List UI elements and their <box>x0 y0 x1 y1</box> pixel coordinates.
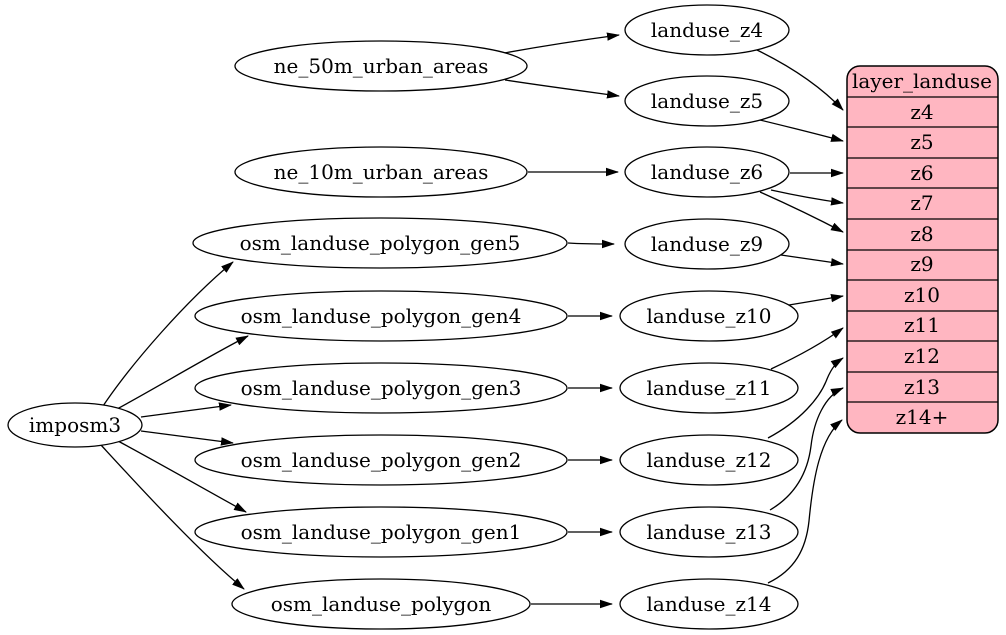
node-landuse_z4-label: landuse_z4 <box>651 18 763 42</box>
edge-landuse_z10-to-layer_landuse-z10 <box>788 293 844 306</box>
node-landuse_z12-label: landuse_z12 <box>647 448 772 472</box>
node-ne_50m_urban_areas-shape <box>234 40 528 92</box>
edge-landuse_z6-to-layer_landuse-z8 <box>759 191 844 233</box>
node-osm_landuse_polygon_gen1-label: osm_landuse_polygon_gen1 <box>241 520 522 544</box>
record-row-z13: z13 <box>904 375 940 399</box>
node-osm_landuse_polygon_gen1-shape <box>194 506 568 558</box>
record-row-z8: z8 <box>910 222 933 246</box>
record-row-z10: z10 <box>904 283 940 307</box>
node-landuse_z13: landuse_z13 <box>619 506 799 558</box>
edge-ne_50m_urban_areas-to-landuse_z4 <box>503 32 620 54</box>
node-osm_landuse_polygon_gen5: osm_landuse_polygon_gen5 <box>192 217 568 269</box>
node-landuse_z9-shape <box>624 218 790 270</box>
node-landuse_z10-label: landuse_z10 <box>647 304 772 328</box>
node-osm_landuse_polygon_gen5-shape <box>192 217 568 269</box>
node-imposm3-shape <box>7 402 143 448</box>
edge-landuse_z12-to-layer_landuse-z12 <box>767 357 844 439</box>
edge-landuse_z4-to-layer_landuse-z4 <box>756 49 844 111</box>
edge-imposm3-to-osm_landuse_polygon_gen4 <box>116 335 249 410</box>
node-landuse_z9-label: landuse_z9 <box>651 232 763 256</box>
node-ne_50m_urban_areas: ne_50m_urban_areas <box>234 40 528 92</box>
node-landuse_z6-shape <box>624 146 790 198</box>
node-landuse_z11: landuse_z11 <box>619 362 799 414</box>
record-row-z5: z5 <box>910 130 933 154</box>
node-ne_50m_urban_areas-label: ne_50m_urban_areas <box>274 54 489 78</box>
nodes: imposm3 ne_50m_urban_areas ne_10m_urban_… <box>7 4 799 630</box>
node-ne_10m_urban_areas-label: ne_10m_urban_areas <box>274 160 489 184</box>
edge-osm_landuse_polygon_gen5-to-landuse_z9 <box>567 239 615 249</box>
node-osm_landuse_polygon_gen5-label: osm_landuse_polygon_gen5 <box>240 231 521 255</box>
node-osm_landuse_polygon_gen3: osm_landuse_polygon_gen3 <box>194 362 568 414</box>
node-landuse_z6-label: landuse_z6 <box>651 160 763 184</box>
node-osm_landuse_polygon-shape <box>231 578 531 630</box>
node-osm_landuse_polygon_gen3-label: osm_landuse_polygon_gen3 <box>241 376 522 400</box>
record-layer_landuse: layer_landuse z4 z5 z6 z7 z8 z9 z10 z11 … <box>846 65 999 434</box>
edge-landuse_z6-to-layer_landuse-z7 <box>770 189 844 206</box>
record-row-z6: z6 <box>910 161 933 185</box>
node-landuse_z4: landuse_z4 <box>624 4 790 56</box>
edge-ne_50m_urban_areas-to-landuse_z5 <box>504 79 620 99</box>
node-osm_landuse_polygon_gen2: osm_landuse_polygon_gen2 <box>194 434 568 486</box>
record-row-z9: z9 <box>910 252 933 276</box>
record-row-z12: z12 <box>904 344 940 368</box>
node-osm_landuse_polygon_gen4-label: osm_landuse_polygon_gen4 <box>241 304 522 328</box>
node-landuse_z5: landuse_z5 <box>624 75 790 127</box>
node-landuse_z13-label: landuse_z13 <box>647 520 772 544</box>
node-imposm3-label: imposm3 <box>29 413 121 437</box>
node-landuse_z10: landuse_z10 <box>619 290 799 342</box>
node-ne_10m_urban_areas: ne_10m_urban_areas <box>234 146 528 198</box>
edge-landuse_z5-to-layer_landuse-z5 <box>759 119 844 142</box>
node-osm_landuse_polygon_gen4: osm_landuse_polygon_gen4 <box>194 290 568 342</box>
node-osm_landuse_polygon_gen2-shape <box>194 434 568 486</box>
record-row-z4: z4 <box>910 100 933 124</box>
node-landuse_z5-label: landuse_z5 <box>651 89 763 113</box>
edge-imposm3-to-osm_landuse_polygon_gen2 <box>140 430 234 446</box>
node-landuse_z11-label: landuse_z11 <box>647 376 772 400</box>
node-imposm3: imposm3 <box>7 402 143 448</box>
edge-imposm3-to-osm_landuse_polygon_gen3 <box>140 402 232 418</box>
edges <box>100 32 844 609</box>
node-landuse_z12-shape <box>619 434 799 486</box>
node-landuse_z10-shape <box>619 290 799 342</box>
node-landuse_z5-shape <box>624 75 790 127</box>
edge-imposm3-to-osm_landuse_polygon_gen5 <box>102 261 234 407</box>
node-osm_landuse_polygon: osm_landuse_polygon <box>231 578 531 630</box>
node-landuse_z6: landuse_z6 <box>624 146 790 198</box>
record-row-z14plus: z14+ <box>896 405 949 429</box>
edge-imposm3-to-osm_landuse_polygon <box>100 444 245 590</box>
edge-landuse_z11-to-layer_landuse-z11 <box>770 327 844 370</box>
record-row-z11: z11 <box>904 313 940 337</box>
edge-landuse_z13-to-layer_landuse-z13 <box>769 387 844 511</box>
node-landuse_z12: landuse_z12 <box>619 434 799 486</box>
node-landuse_z14: landuse_z14 <box>619 578 799 630</box>
node-osm_landuse_polygon_gen1: osm_landuse_polygon_gen1 <box>194 506 568 558</box>
node-ne_10m_urban_areas-shape <box>234 146 528 198</box>
node-osm_landuse_polygon-label: osm_landuse_polygon <box>271 592 492 616</box>
node-landuse_z9: landuse_z9 <box>624 218 790 270</box>
node-landuse_z14-label: landuse_z14 <box>647 592 772 616</box>
edge-imposm3-to-osm_landuse_polygon_gen1 <box>117 440 247 513</box>
node-landuse_z4-shape <box>624 4 790 56</box>
node-osm_landuse_polygon_gen2-label: osm_landuse_polygon_gen2 <box>241 448 522 472</box>
record-row-z7: z7 <box>910 191 933 215</box>
edge-landuse_z9-to-layer_landuse-z9 <box>780 254 844 267</box>
node-osm_landuse_polygon_gen4-shape <box>194 290 568 342</box>
node-landuse_z13-shape <box>619 506 799 558</box>
node-landuse_z14-shape <box>619 578 799 630</box>
node-landuse_z11-shape <box>619 362 799 414</box>
record-title: layer_landuse <box>852 69 992 93</box>
node-osm_landuse_polygon_gen3-shape <box>194 362 568 414</box>
edge-landuse_z14-to-layer_landuse-z14plus <box>767 419 843 584</box>
